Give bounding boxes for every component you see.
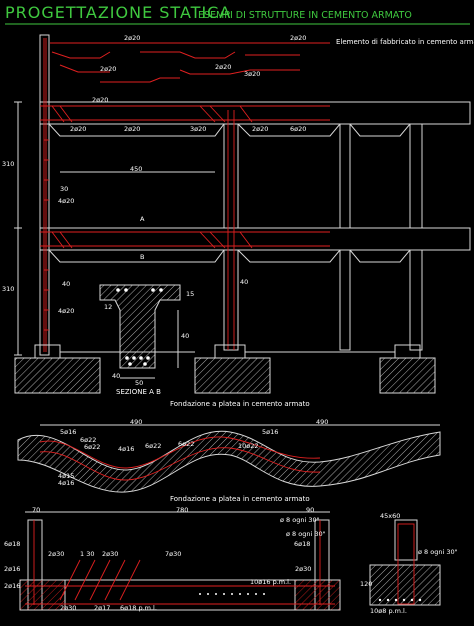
foundation-1-dim: 5ø16 <box>60 428 77 436</box>
foundation-2-dim: 10ø16 p.m.l. <box>250 578 292 586</box>
foundation-1-caption: Fondazione a platea in cemento armato <box>170 400 310 408</box>
frame-bar-label: 6ø20 <box>290 125 307 133</box>
foundation-1 <box>17 424 441 493</box>
foundation-2-caption: Fondazione a platea in cemento armato <box>170 495 310 503</box>
foundation-2-dim: 2ø17 <box>94 604 111 612</box>
drawing-title: PROGETTAZIONE STATICA <box>5 3 232 22</box>
foundation-2 <box>19 511 441 611</box>
footing-mid <box>194 357 271 394</box>
frame-bar-label: 2ø20 <box>124 125 141 133</box>
frame-dim: 30 <box>60 185 69 193</box>
foundation-2-dim: 2ø30 <box>102 550 119 558</box>
foundation-2-dim: 70 <box>32 506 41 514</box>
bar-schedule <box>50 42 330 83</box>
frame-bar-label: 2ø20 <box>124 34 141 42</box>
foundation-1-dim: 4ø16 <box>118 445 135 453</box>
foundation-1-dim: 4ø16 <box>58 479 75 487</box>
frame-dim: 310 <box>2 285 15 293</box>
frame-bar-label: 2ø20 <box>215 63 232 71</box>
frame-bar-label: 2ø20 <box>252 125 269 133</box>
foundation-2-dim: ø 8 ogni 30" <box>286 530 326 538</box>
section-dim: 15 <box>186 290 195 298</box>
foundation-2-dim: ø 8 ogni 30" <box>418 548 458 556</box>
section-dim: 50 <box>135 379 144 387</box>
frame-dim: 4ø20 <box>58 307 75 315</box>
frame-dim: 4ø20 <box>58 197 75 205</box>
section-ab <box>99 284 181 379</box>
frame-bar-label: 2ø20 <box>70 125 87 133</box>
frame-bar-label: 2ø20 <box>290 34 307 42</box>
foundation-2-dim: 2ø16 <box>4 582 21 590</box>
section-dim: 40 <box>112 372 121 380</box>
foundation-2-dim: 90 <box>306 506 315 514</box>
foundation-2-dim: 2ø30 <box>48 550 65 558</box>
frame-bar-label: 2ø20 <box>100 65 117 73</box>
foundation-1-dim: 490 <box>130 418 143 426</box>
frame-dim: A <box>140 215 145 223</box>
foundation-2-dim: 10ø8 p.m.l. <box>370 607 407 615</box>
frame-dim: 40 <box>240 278 249 286</box>
foundation-2-dim: 6ø18 <box>294 540 311 548</box>
footing-right <box>379 357 436 394</box>
foundation-1-dim: 6ø22 <box>84 443 101 451</box>
foundation-1-dim: 490 <box>316 418 329 426</box>
section-dim: 40 <box>181 332 190 340</box>
frame-dim: 310 <box>2 160 15 168</box>
foundation-2-dim: 2ø16 <box>4 565 21 573</box>
foundation-2-dim: ø 8 ogni 30" <box>280 516 320 524</box>
foundation-2-dim: 2ø30 <box>295 565 312 573</box>
foundation-2-dim: 780 <box>176 506 189 514</box>
frame-bar-label: 3ø20 <box>244 70 261 78</box>
section-dim: 12 <box>104 303 113 311</box>
drawing-subtitle: ESEMPI DI STRUTTURE IN CEMENTO ARMATO <box>198 10 412 21</box>
foundation-2-dim: 2ø30 <box>60 604 77 612</box>
frame-elevation <box>14 34 471 394</box>
footing-left <box>14 357 101 394</box>
foundation-1-dim: 5ø16 <box>262 428 279 436</box>
frame-bar-label: 3ø20 <box>190 125 207 133</box>
frame-dim: 450 <box>130 165 143 173</box>
frame-caption: Elemento di fabbricato in cemento armato <box>336 38 474 46</box>
foundation-1-dim: 6ø22 <box>80 436 97 444</box>
foundation-2-dim: 45x60 <box>380 512 401 520</box>
foundation-2-dim: 6ø18 <box>4 540 21 548</box>
frame-dim: 40 <box>62 280 71 288</box>
frame-dim: B <box>140 253 145 261</box>
frame-bar-label: 2ø20 <box>92 96 109 104</box>
foundation-2-dim: 1 30 <box>80 550 95 558</box>
foundation-1-dim: 10ø22 <box>238 442 259 450</box>
foundation-1-dim: 6ø22 <box>178 440 195 448</box>
foundation-2-dim: 7ø30 <box>165 550 182 558</box>
section-caption: SEZIONE A B <box>116 388 161 396</box>
foundation-2-dim: 120 <box>360 580 373 588</box>
foundation-1-dim: 4ø15 <box>58 472 75 480</box>
foundation-1-dim: 6ø22 <box>145 442 162 450</box>
foundation-2-dim: 6ø18 p.m.l. <box>120 604 157 612</box>
